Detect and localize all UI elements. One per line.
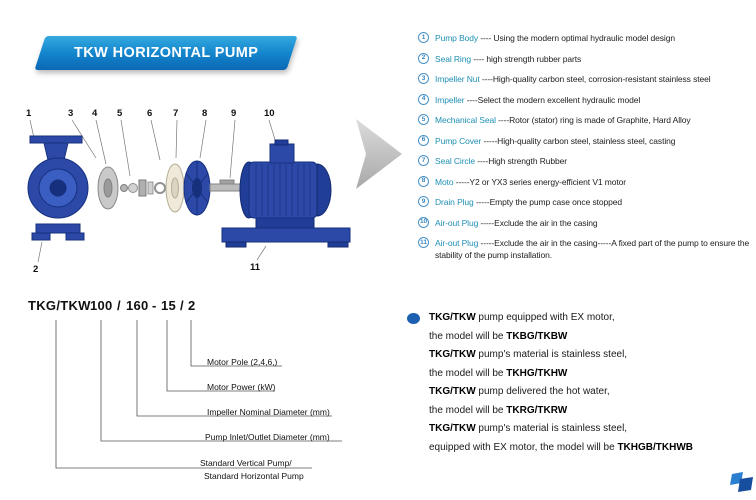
- part-name: Seal Ring: [435, 53, 471, 64]
- part-callout: 11: [250, 262, 261, 273]
- base-plate-shape: [221, 227, 351, 248]
- model-code-dash: -: [152, 298, 157, 313]
- part-callout: 5: [117, 108, 123, 119]
- model-code-impeller: 160: [126, 298, 149, 313]
- circled-number: 4: [418, 93, 429, 105]
- part-callout: 6: [147, 108, 153, 119]
- model-label-standard-vert: Standard Vertical Pump/: [200, 458, 292, 468]
- circled-number: 3: [418, 73, 429, 84]
- part-callout: 1: [26, 108, 32, 119]
- part-name: Mechanical Seal: [435, 115, 496, 125]
- circled-number: 2: [418, 52, 429, 64]
- part-callout: 9: [231, 108, 237, 119]
- bullet-icon: [407, 313, 420, 324]
- circled-number: 8: [418, 175, 429, 187]
- part-item: 7 Seal Circle ----High strength Rubber: [418, 155, 752, 167]
- part-name: Pump Body: [435, 33, 479, 43]
- part-name: Impeller Nut: [435, 74, 480, 84]
- model-breakdown-lines: [55, 320, 342, 469]
- part-item: 5 Mechanical Seal ----Rotor (stator) rin…: [418, 114, 752, 126]
- model-label-impeller-diam: Impeller Nominal Diameter (mm): [207, 407, 330, 417]
- brand-logo-icon: [730, 472, 753, 492]
- part-description: ----High strength Rubber: [477, 156, 567, 166]
- title-banner: TKW HORIZONTAL PUMP: [34, 36, 298, 70]
- part-description: ---- high strength rubber parts: [473, 53, 582, 64]
- part-item: 11 Air-out Plug -----Exclude the air in …: [418, 237, 752, 261]
- circled-number: 6: [418, 134, 429, 146]
- model-label-motor-power: Motor Power (kW): [207, 382, 276, 392]
- part-item: 4 Impeller ----Select the modern excelle…: [418, 93, 752, 106]
- part-name: Air-out Plug: [435, 217, 479, 228]
- model-label-inlet-outlet: Pump Inlet/Outlet Diameter (mm): [205, 432, 330, 442]
- flow-arrow-icon: [356, 119, 402, 189]
- note-line: the model will be TKRG/TKRW: [429, 404, 568, 416]
- circled-number: 11: [418, 237, 429, 248]
- part-description: ----High-quality carbon steel, corrosion…: [481, 74, 711, 84]
- part-name: Seal Circle: [435, 156, 475, 166]
- impeller-shape: [97, 166, 119, 210]
- variant-notes: TKG/TKW pump equipped with EX motor, the…: [407, 309, 755, 457]
- part-description: ---- Using the modern optimal hydraulic …: [480, 33, 675, 43]
- part-item: 8 Moto -----Y2 or YX3 series energy-effi…: [418, 175, 752, 188]
- pump-cover-shape: [183, 160, 211, 216]
- note-line: TKG/TKW pump delivered the hot water,: [429, 386, 610, 397]
- part-item: 10 Air-out Plug -----Exclude the air in …: [418, 216, 752, 229]
- part-item: 2 Seal Ring ---- high strength rubber pa…: [418, 52, 752, 65]
- part-description: -----Y2 or YX3 series energy-efficient V…: [455, 176, 627, 187]
- circled-number: 7: [418, 155, 429, 166]
- parts-list: 1 Pump Body ---- Using the modern optima…: [418, 32, 752, 270]
- motor-shape: [239, 139, 332, 229]
- note-line: the model will be TKHG/TKHW: [429, 367, 568, 379]
- part-callout: 4: [92, 108, 98, 119]
- part-description: ----Select the modern excellent hydrauli…: [466, 94, 641, 105]
- part-callout: 7: [173, 108, 179, 119]
- part-name: Impeller: [435, 94, 465, 105]
- model-code-slash: /: [180, 298, 184, 313]
- part-item: 6 Pump Cover -----High-quality carbon st…: [418, 134, 752, 147]
- pump-body-shape: [27, 135, 89, 241]
- note-line: equipped with EX motor, the model will b…: [429, 441, 693, 453]
- seal-parts-shapes: [120, 179, 166, 197]
- model-code-series: TKG/TKW: [28, 298, 91, 313]
- part-description: -----Empty the pump case once stopped: [475, 197, 623, 207]
- circled-number: 5: [418, 114, 429, 125]
- part-description: ----Rotor (stator) ring is made of Graph…: [498, 115, 691, 125]
- part-item: 1 Pump Body ---- Using the modern optima…: [418, 32, 752, 44]
- note-line: TKG/TKW pump equipped with EX motor,: [429, 312, 615, 323]
- part-name: Air-out Plug: [435, 238, 479, 248]
- circled-number: 10: [418, 216, 429, 228]
- part-callout: 8: [202, 108, 208, 119]
- page-title: TKW HORIZONTAL PUMP: [73, 45, 259, 61]
- callout-leader-lines: [29, 119, 281, 263]
- model-code-inlet: 100: [90, 298, 113, 313]
- circled-number: 9: [418, 196, 429, 207]
- part-description: -----High-quality carbon steel, stainles…: [483, 135, 676, 146]
- note-line: TKG/TKW pump's material is stainless ste…: [429, 349, 628, 360]
- part-callout: 3: [68, 108, 74, 119]
- model-code-power: 15: [161, 298, 177, 313]
- part-item: 9 Drain Plug -----Empty the pump case on…: [418, 196, 752, 208]
- part-description: -----Exclude the air in the casing-----A…: [435, 238, 750, 260]
- model-code-slash: /: [117, 298, 121, 313]
- model-label-standard-horiz: Standard Horizontal Pump: [204, 471, 304, 481]
- part-description: -----Exclude the air in the casing: [480, 217, 598, 228]
- part-item: 3 Impeller Nut ----High-quality carbon s…: [418, 73, 752, 85]
- part-callout: 2: [33, 264, 39, 275]
- seal-circle-shape: [165, 163, 185, 213]
- part-name: Drain Plug: [435, 197, 474, 207]
- model-code-pole: 2: [188, 298, 196, 313]
- pump-exploded-diagram: [27, 119, 351, 263]
- part-callout: 10: [264, 108, 275, 119]
- model-label-motor-pole: Motor Pole (2,4,6,): [207, 357, 278, 367]
- circled-number: 1: [418, 32, 429, 43]
- part-name: Pump Cover: [435, 135, 482, 146]
- note-line: TKG/TKW pump's material is stainless ste…: [429, 423, 628, 434]
- note-line: the model will be TKBG/TKBW: [429, 330, 568, 342]
- part-name: Moto: [435, 176, 454, 187]
